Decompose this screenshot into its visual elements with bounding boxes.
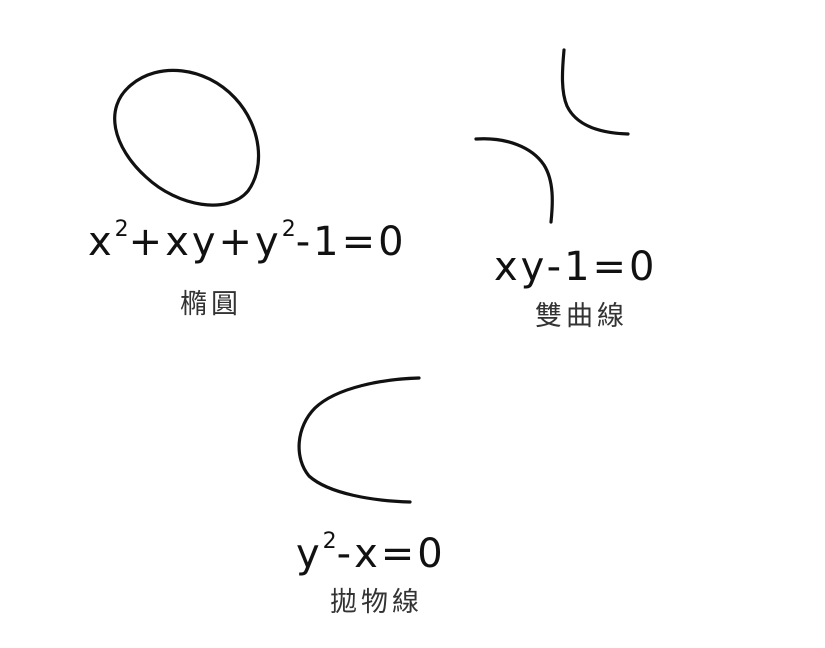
eq-exponent: 2 [322, 529, 337, 554]
hyperbola-upper-branch [560, 48, 630, 136]
eq-term: -1=0 [295, 219, 407, 265]
eq-exponent: 2 [281, 217, 296, 242]
eq-term: y [296, 531, 323, 577]
eq-term: +xy+y [128, 219, 282, 265]
ellipse-equation: x2+xy+y2-1=0 [88, 219, 407, 265]
hyperbola-name: 雙曲線 [535, 301, 628, 332]
eq-exponent: 2 [114, 217, 129, 242]
parabola-figure [297, 376, 421, 504]
parabola-equation: y2-x=0 [296, 531, 446, 577]
ellipse-figure [113, 68, 261, 207]
hyperbola-lower-branch [474, 137, 554, 224]
parabola-curve [297, 376, 421, 504]
ellipse-curve [113, 68, 261, 207]
eq-term: -x=0 [336, 531, 446, 577]
parabola-name: 拋物線 [330, 587, 423, 618]
hyperbola-figure [474, 48, 630, 224]
ellipse-name: 橢圓 [180, 289, 242, 320]
hyperbola-equation: xy-1=0 [494, 244, 658, 290]
eq-term: x [88, 219, 115, 265]
